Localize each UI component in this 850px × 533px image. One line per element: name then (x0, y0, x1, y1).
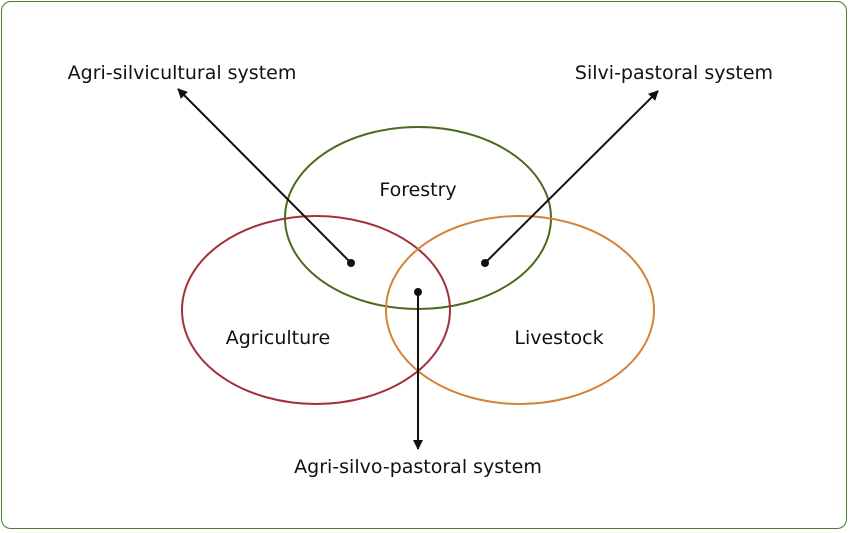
agriculture-circle (181, 215, 451, 405)
agri-silvicultural-pointer (177, 88, 355, 267)
forestry-label: Forestry (379, 179, 456, 201)
agri-silvo-pastoral-pointer (413, 288, 423, 450)
agri-silvo-pastoral-label: Agri-silvo-pastoral system (294, 456, 542, 478)
agri-silvicultural-arrow (177, 88, 352, 264)
forestry-circle (284, 126, 552, 310)
livestock-circle (385, 215, 655, 405)
livestock-label: Livestock (514, 327, 603, 349)
silvi-pastoral-arrow (484, 90, 659, 264)
agri-silvicultural-label: Agri-silvicultural system (68, 62, 297, 84)
silvi-pastoral-pointer (481, 90, 659, 267)
agriculture-label: Agriculture (226, 327, 331, 349)
silvi-pastoral-label: Silvi-pastoral system (575, 62, 773, 84)
